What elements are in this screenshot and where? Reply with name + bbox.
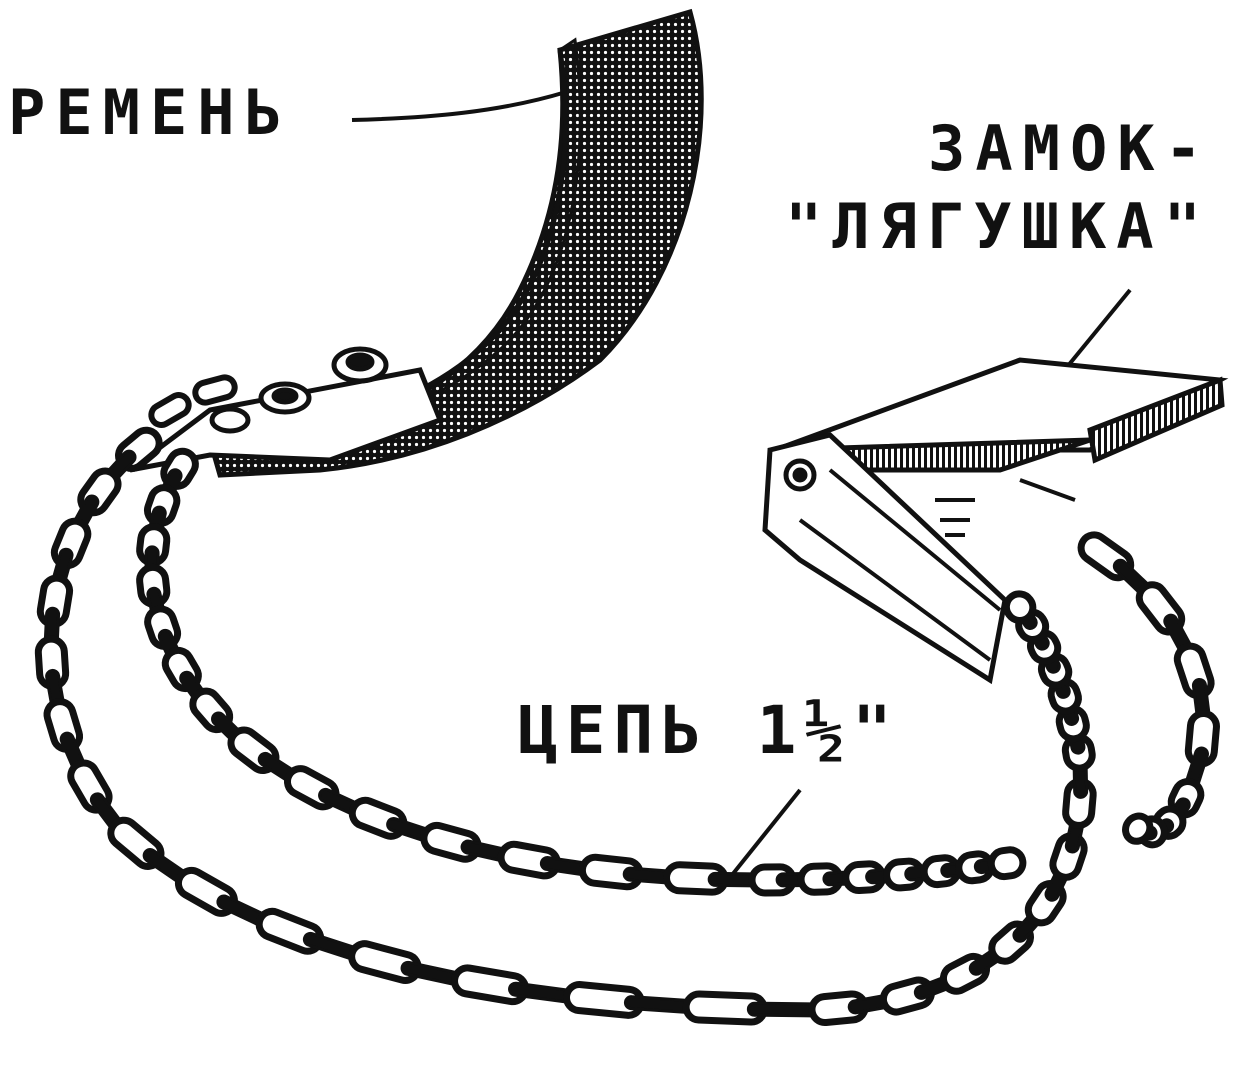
lock-chain-link <box>1122 812 1154 845</box>
chain-label: ЦЕПЬ 1½" <box>518 692 900 769</box>
belt-end-plate <box>128 346 444 473</box>
rivet <box>209 406 251 434</box>
connector-links <box>148 374 238 428</box>
inner-chain-link <box>987 846 1027 881</box>
lock-label-line2: "ЛЯГУШКА" <box>785 190 1211 263</box>
chain <box>34 426 1220 1027</box>
outer-chain-link <box>1002 590 1037 624</box>
chain-leader-line <box>726 788 802 882</box>
frog-lock <box>762 357 1229 685</box>
lock-label-line1: ЗАМОК- <box>928 112 1212 185</box>
belt-label: РЕМЕНЬ <box>8 76 292 149</box>
belt-leader-line <box>351 90 567 122</box>
